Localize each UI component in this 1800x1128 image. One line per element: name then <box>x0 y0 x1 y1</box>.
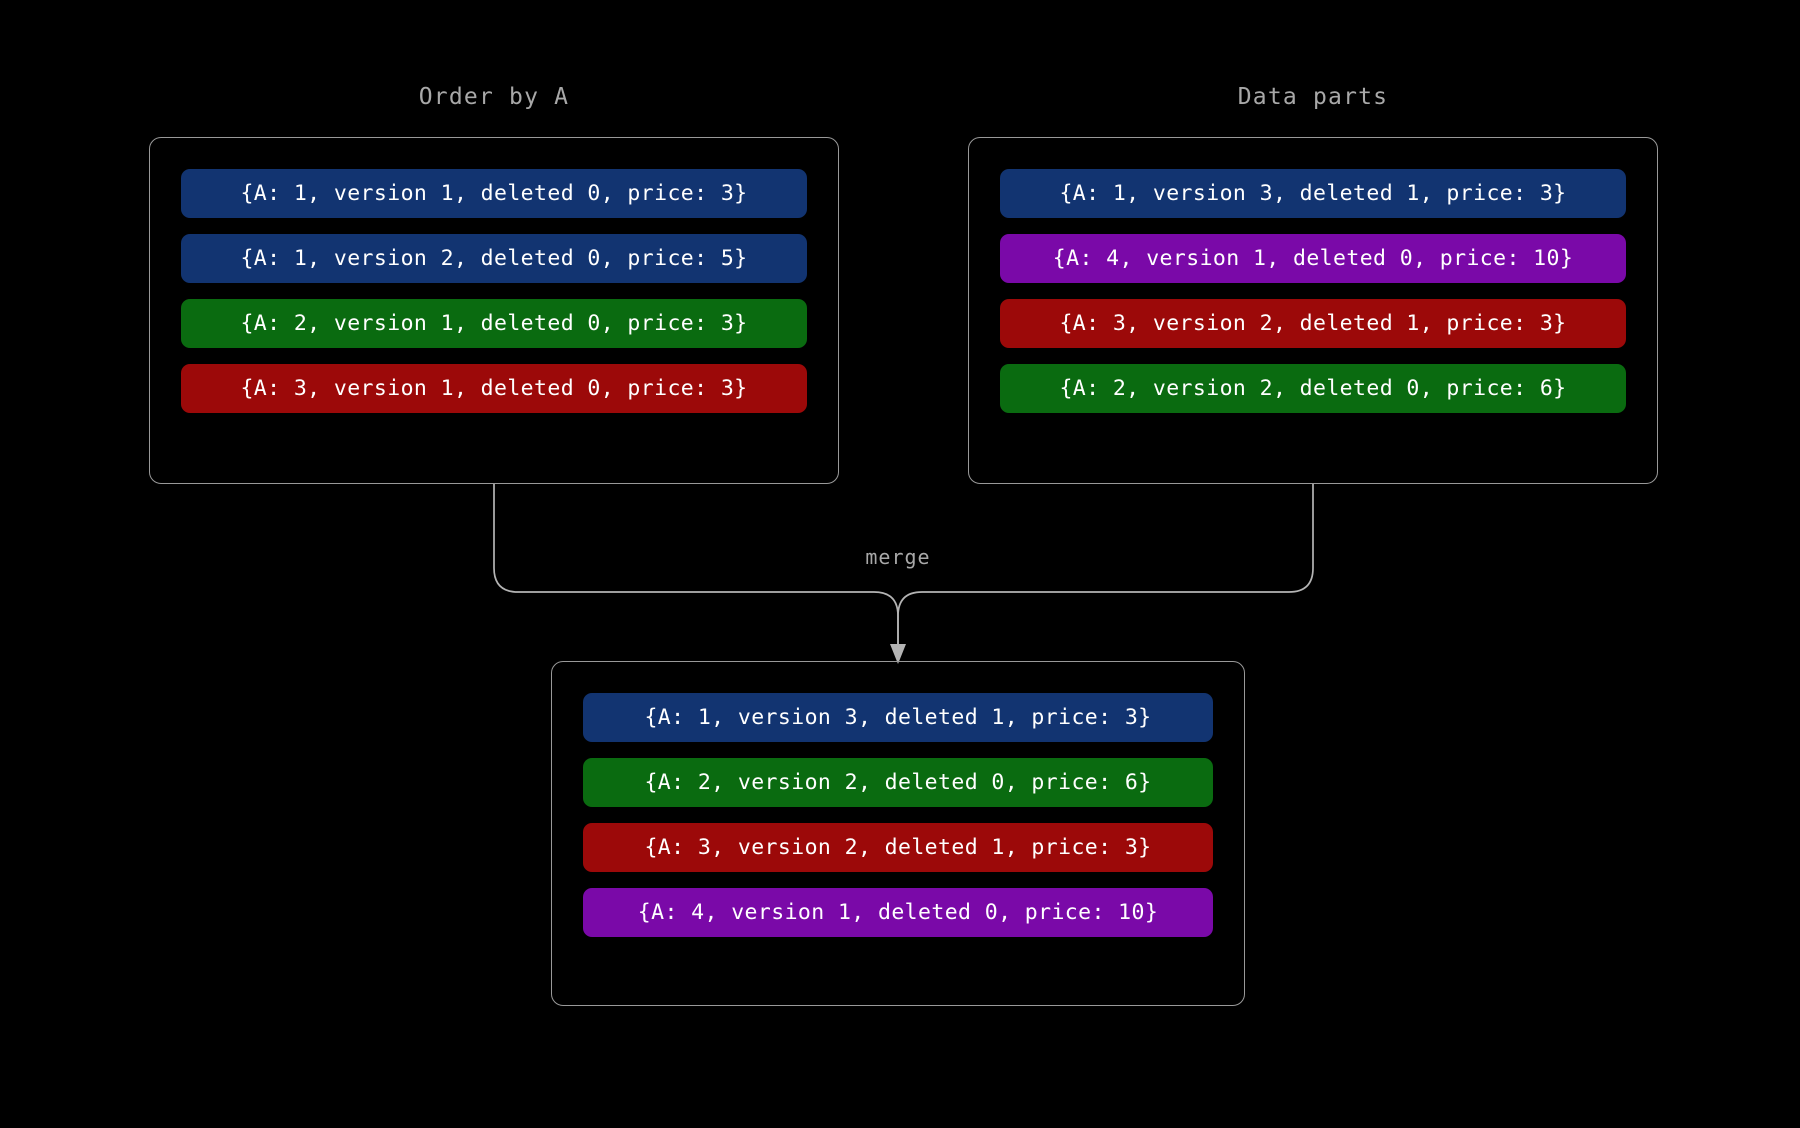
record-row[interactable]: {A: 3, version 1, deleted 0, price: 3} <box>181 364 807 413</box>
panel-merged-result-records: {A: 1, version 3, deleted 1, price: 3} {… <box>583 693 1213 937</box>
record-row[interactable]: {A: 2, version 2, deleted 0, price: 6} <box>1000 364 1626 413</box>
record-row[interactable]: {A: 1, version 3, deleted 1, price: 3} <box>583 693 1213 742</box>
record-row[interactable]: {A: 2, version 2, deleted 0, price: 6} <box>583 758 1213 807</box>
panel-data-parts: {A: 1, version 3, deleted 1, price: 3} {… <box>968 137 1658 484</box>
record-row[interactable]: {A: 4, version 1, deleted 0, price: 10} <box>583 888 1213 937</box>
panel-order-by-a-records: {A: 1, version 1, deleted 0, price: 3} {… <box>181 169 807 413</box>
record-row[interactable]: {A: 1, version 1, deleted 0, price: 3} <box>181 169 807 218</box>
panel-title-order-by-a: Order by A <box>418 84 570 110</box>
panel-order-by-a: {A: 1, version 1, deleted 0, price: 3} {… <box>149 137 839 484</box>
record-row[interactable]: {A: 2, version 1, deleted 0, price: 3} <box>181 299 807 348</box>
record-row[interactable]: {A: 3, version 2, deleted 1, price: 3} <box>583 823 1213 872</box>
panel-title-data-parts: Data parts <box>1237 84 1389 110</box>
edge-data-parts-to-merge <box>897 484 1314 650</box>
panel-data-parts-records: {A: 1, version 3, deleted 1, price: 3} {… <box>1000 169 1626 413</box>
record-row[interactable]: {A: 1, version 3, deleted 1, price: 3} <box>1000 169 1626 218</box>
record-row[interactable]: {A: 4, version 1, deleted 0, price: 10} <box>1000 234 1626 283</box>
panel-merged-result: {A: 1, version 3, deleted 1, price: 3} {… <box>551 661 1245 1006</box>
edge-label-merge: merge <box>865 545 931 569</box>
record-row[interactable]: {A: 1, version 2, deleted 0, price: 5} <box>181 234 807 283</box>
edge-order-by-a-to-merge <box>493 484 899 650</box>
record-row[interactable]: {A: 3, version 2, deleted 1, price: 3} <box>1000 299 1626 348</box>
